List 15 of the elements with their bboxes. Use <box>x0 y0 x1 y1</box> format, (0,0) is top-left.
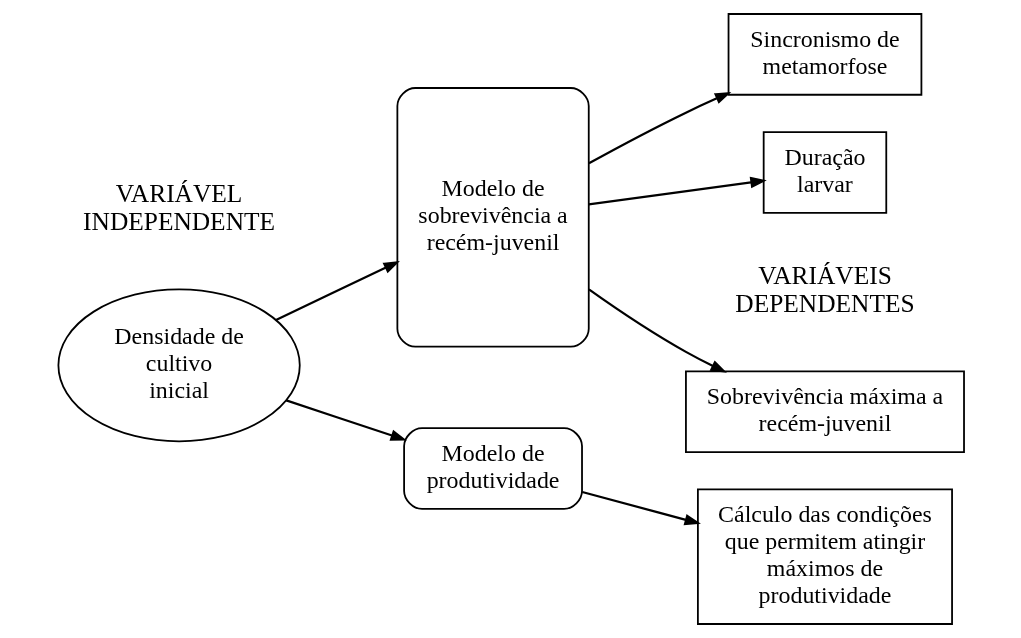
arrow <box>587 288 727 373</box>
arrow <box>581 490 701 526</box>
arrow <box>275 260 400 321</box>
arrow <box>285 399 407 441</box>
node-box: Sincronismo de metamorfose <box>727 13 922 96</box>
node-box: Modelo de sobrevivência a recém-juvenil <box>395 87 590 348</box>
node-box: Sobrevivência máxima a recém-juvenil <box>684 370 965 453</box>
node-box: Modelo de produtividade <box>402 427 583 510</box>
node-box: Duração larvar <box>762 131 887 214</box>
node-ellipse: Densidade de cultivo inicial <box>57 288 301 443</box>
label: VARIÁVEL INDEPENDENTE <box>82 178 275 236</box>
label: VARIÁVEIS DEPENDENTES <box>734 261 915 318</box>
arrow <box>587 91 731 165</box>
node-box: Cálculo das condições que permitem atingir máximos de produtividade <box>696 488 953 625</box>
arrow <box>588 176 767 206</box>
